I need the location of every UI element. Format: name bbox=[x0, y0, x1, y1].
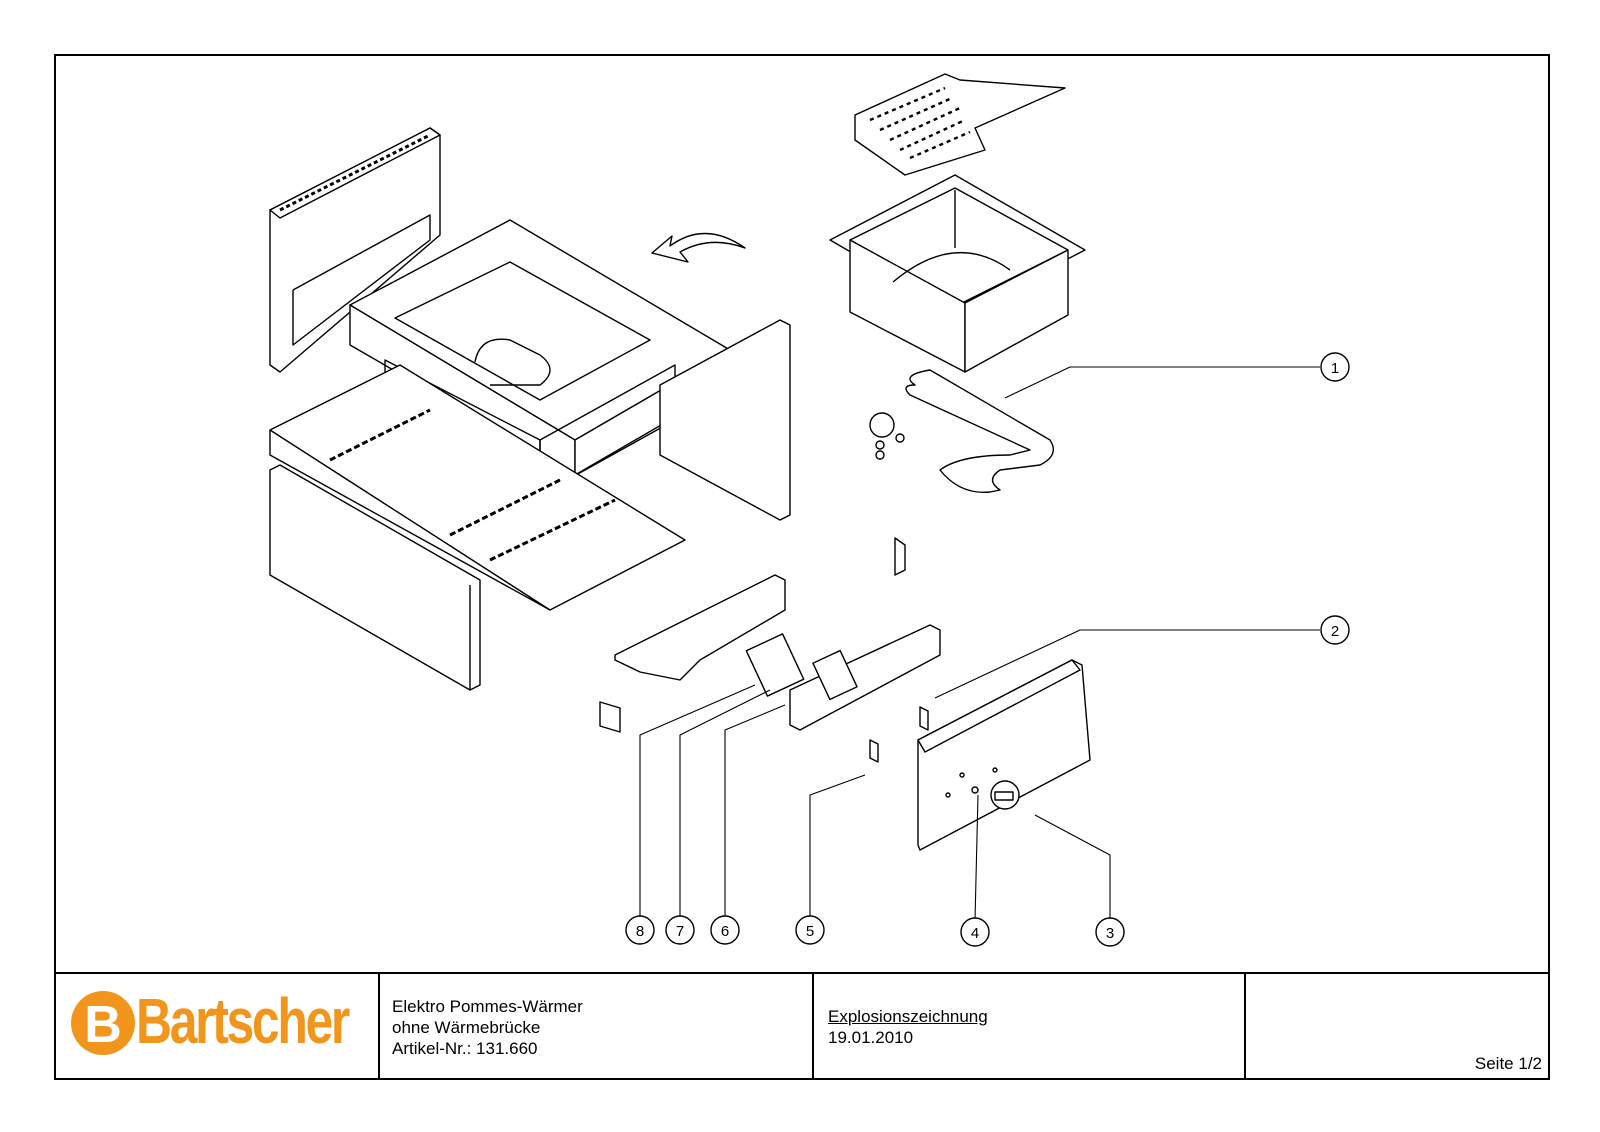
product-variant: ohne Wärmebrücke bbox=[392, 1018, 541, 1037]
page-number: Seite 1/2 bbox=[1474, 1054, 1542, 1073]
back-panel bbox=[269, 127, 441, 373]
brand-name: Bartscher bbox=[136, 985, 350, 1057]
small-bracket bbox=[599, 537, 906, 733]
callout-number-1: 1 bbox=[1331, 360, 1339, 377]
product-description: Elektro Pommes-Wärmer ohne Wärmebrücke A… bbox=[378, 974, 812, 1080]
product-name: Elektro Pommes-Wärmer bbox=[392, 997, 583, 1016]
callout-4 bbox=[960, 917, 990, 947]
clips bbox=[869, 706, 929, 763]
control-rail bbox=[614, 574, 941, 731]
callout-5 bbox=[795, 915, 825, 945]
callout-number-3: 3 bbox=[1106, 925, 1114, 942]
drawing-frame bbox=[54, 54, 1550, 1080]
callout-number-2: 2 bbox=[1331, 623, 1339, 640]
base-tray bbox=[269, 364, 686, 611]
callout-7 bbox=[665, 915, 695, 945]
outer-housing bbox=[269, 464, 481, 691]
callout-number-5: 5 bbox=[806, 923, 814, 940]
svg-text:B: B bbox=[84, 996, 122, 1054]
brand-logo-mark: B bbox=[71, 991, 135, 1055]
callout-number-6: 6 bbox=[721, 923, 729, 940]
callout-1 bbox=[1320, 352, 1350, 382]
leader-lines bbox=[639, 366, 1320, 921]
callout-2 bbox=[1320, 615, 1350, 645]
front-panel bbox=[917, 659, 1091, 851]
rotation-arrow bbox=[651, 232, 746, 263]
callout-6 bbox=[710, 915, 740, 945]
callout-3 bbox=[1095, 917, 1125, 947]
heating-element bbox=[869, 369, 1054, 494]
drawing-date: 19.01.2010 bbox=[828, 1028, 914, 1047]
gn-pan bbox=[829, 174, 1086, 373]
callout-number-7: 7 bbox=[676, 923, 684, 940]
drawing-info: Explosionszeichnung 19.01.2010 bbox=[812, 974, 1244, 1080]
callout-8 bbox=[625, 915, 655, 945]
drawing-type: Explosionszeichnung bbox=[828, 1007, 988, 1026]
brand-logo: B Bartscher bbox=[54, 974, 378, 1080]
callout-number-8: 8 bbox=[636, 923, 644, 940]
basket-grate bbox=[854, 73, 1066, 176]
title-block: B Bartscher Elektro Pommes-Wärmer ohne W… bbox=[54, 972, 1550, 1080]
article-number: Artikel-Nr.: 131.660 bbox=[392, 1039, 538, 1058]
callouts bbox=[625, 352, 1350, 947]
callout-number-4: 4 bbox=[971, 925, 979, 942]
page-info: Seite 1/2 bbox=[1244, 974, 1550, 1080]
